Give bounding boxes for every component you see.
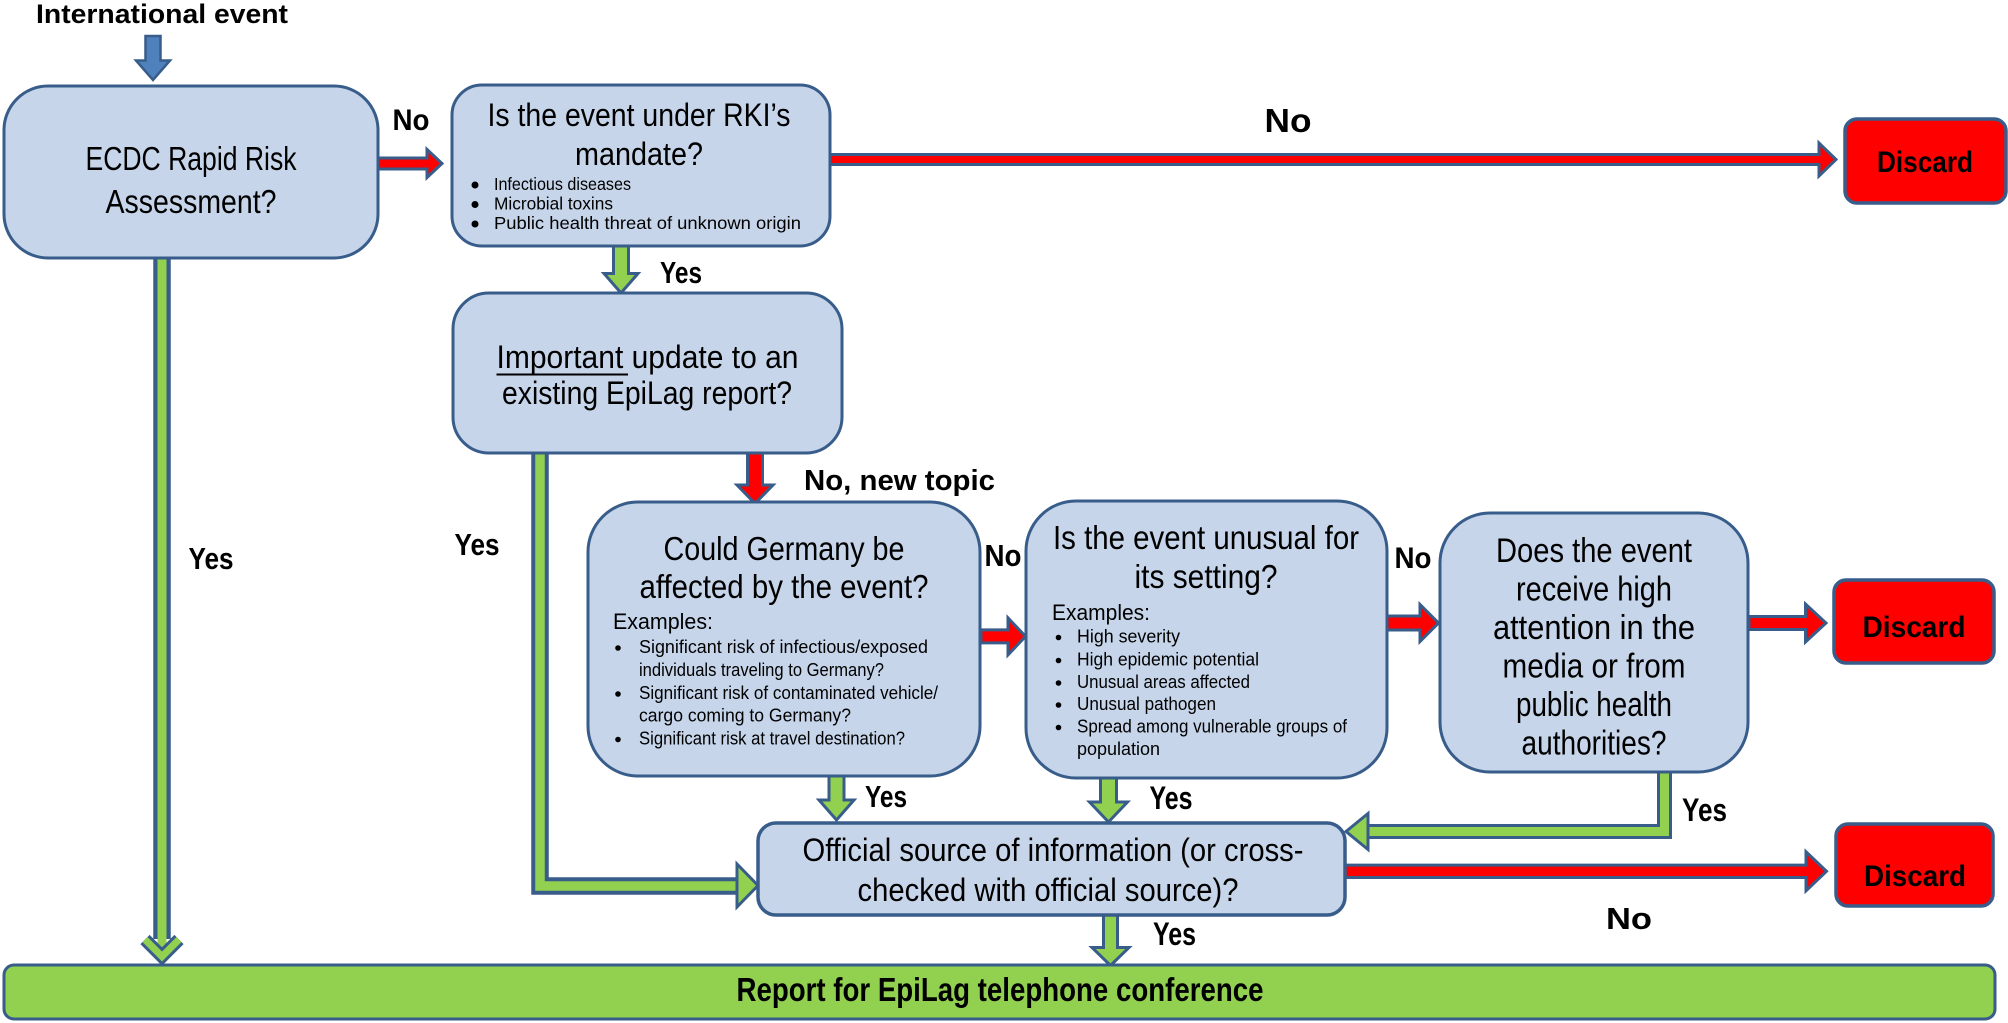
svg-text:authorities?: authorities?	[1522, 725, 1667, 763]
svg-text:Significant risk of infectious: Significant risk of infectious/exposed	[639, 637, 928, 657]
svg-text:No: No	[985, 538, 1022, 573]
svg-text:No: No	[1606, 901, 1652, 936]
svg-text:Examples:: Examples:	[1052, 600, 1150, 625]
svg-text:Could Germany be: Could Germany be	[664, 530, 905, 567]
svg-text:Is the event under RKI’s: Is the event under RKI’s	[488, 97, 791, 133]
svg-text:Unusual pathogen: Unusual pathogen	[1077, 694, 1216, 714]
svg-text:Is the event unusual for: Is the event unusual for	[1053, 519, 1359, 556]
svg-text:existing EpiLag report?: existing EpiLag report?	[502, 375, 792, 411]
svg-text:receive high: receive high	[1516, 571, 1672, 609]
svg-text:Report for EpiLag telephone co: Report for EpiLag telephone conference	[737, 971, 1264, 1008]
svg-text:media or from: media or from	[1503, 648, 1686, 686]
svg-text:Yes: Yes	[660, 255, 702, 290]
svg-text:No, new topic: No, new topic	[804, 465, 995, 497]
svg-text:Unusual areas affected: Unusual areas affected	[1077, 672, 1250, 692]
svg-text:affected by the event?: affected by the event?	[640, 568, 929, 605]
svg-text:Significant risk of contaminat: Significant risk of contaminated vehicle…	[639, 683, 938, 703]
svg-text:Yes: Yes	[1153, 916, 1196, 952]
svg-text:International event: International event	[36, 0, 288, 29]
svg-text:Official source of information: Official source of information (or cross…	[803, 832, 1304, 868]
svg-text:Yes: Yes	[189, 541, 234, 576]
svg-text:attention in the: attention in the	[1493, 609, 1695, 647]
svg-text:Yes: Yes	[1682, 792, 1727, 828]
svg-text:cargo coming to Germany?: cargo coming to Germany?	[639, 706, 851, 726]
svg-text:No: No	[1265, 102, 1312, 139]
svg-text:Assessment?: Assessment?	[106, 183, 277, 220]
svg-text:Yes: Yes	[865, 779, 907, 814]
svg-text:Microbial toxins: Microbial toxins	[494, 194, 613, 214]
svg-text:Discard: Discard	[1877, 146, 1973, 179]
svg-text:Yes: Yes	[455, 527, 500, 562]
svg-text:High epidemic potential: High epidemic potential	[1077, 650, 1259, 670]
svg-text:public health: public health	[1516, 686, 1672, 724]
svg-text:Public health threat of unknow: Public health threat of unknown origin	[494, 213, 801, 233]
svg-text:population: population	[1077, 739, 1160, 759]
svg-text:Important update to an: Important update to an	[497, 339, 799, 375]
svg-text:mandate?: mandate?	[575, 136, 703, 172]
svg-text:checked with official source)?: checked with official source)?	[858, 872, 1239, 908]
svg-text:Infectious diseases: Infectious diseases	[494, 174, 631, 194]
svg-text:No: No	[393, 104, 430, 137]
svg-text:Examples:: Examples:	[613, 609, 713, 634]
svg-text:Significant risk at travel des: Significant risk at travel destination?	[639, 729, 905, 749]
svg-text:Yes: Yes	[1150, 780, 1193, 816]
svg-text:ECDC Rapid Risk: ECDC Rapid Risk	[86, 140, 297, 177]
svg-text:Discard: Discard	[1864, 860, 1966, 893]
svg-text:Does the event: Does the event	[1496, 532, 1692, 570]
svg-text:individuals traveling to Germa: individuals traveling to Germany?	[639, 660, 884, 680]
svg-text:No: No	[1395, 542, 1432, 575]
svg-text:Spread among vulnerable groups: Spread among vulnerable groups of	[1077, 717, 1348, 737]
svg-text:High severity: High severity	[1077, 627, 1180, 647]
svg-text:Discard: Discard	[1863, 611, 1966, 644]
svg-text:its setting?: its setting?	[1135, 558, 1278, 595]
